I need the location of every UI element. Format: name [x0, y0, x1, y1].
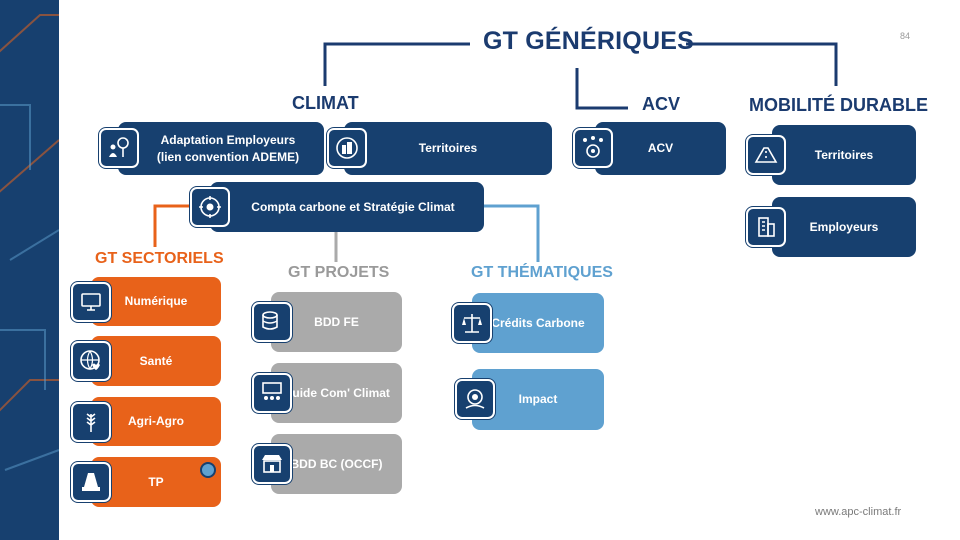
scale-icon — [452, 303, 492, 343]
card-bdd-fe[interactable]: BDD FE — [271, 292, 402, 352]
card-sante[interactable]: Santé — [91, 336, 221, 386]
side-decoration-band — [0, 0, 59, 540]
section-title-mobilite: MOBILITÉ DURABLE — [749, 95, 928, 115]
roadworks-icon — [71, 462, 111, 502]
road-icon — [746, 135, 786, 175]
footer-url[interactable]: www.apc-climat.fr — [815, 506, 902, 518]
computer-icon — [71, 282, 111, 322]
globe-heart-icon — [71, 341, 111, 381]
status-dot — [200, 462, 216, 478]
card-agri-agro[interactable]: Agri-Agro — [91, 397, 221, 446]
target-hand-icon — [455, 379, 495, 419]
card-acv[interactable]: ACV — [595, 122, 726, 175]
decorative-lines — [0, 14, 59, 471]
card-adaptation-employeurs[interactable]: Adaptation Employeurs (lien convention A… — [118, 122, 324, 175]
people-tree-icon — [99, 128, 139, 168]
main-title: GT GÉNÉRIQUES — [483, 27, 694, 55]
store-icon — [252, 444, 292, 484]
card-guide-com-climat[interactable]: Guide Com' Climat — [271, 363, 402, 423]
brain-gear-icon — [190, 187, 230, 227]
card-territoires-climat[interactable]: Territoires — [344, 122, 552, 175]
section-title-sectoriels: GT SECTORIELS — [95, 250, 224, 267]
card-territoires-mobilite[interactable]: Territoires — [772, 125, 916, 185]
card-compta-carbone[interactable]: Compta carbone et Stratégie Climat — [210, 182, 484, 232]
lifecycle-icon — [573, 128, 613, 168]
section-title-projets: GT PROJETS — [288, 264, 390, 281]
wheat-icon — [71, 402, 111, 442]
page-number: 84 — [900, 31, 911, 41]
section-title-thematiques: GT THÉMATIQUES — [471, 264, 613, 281]
card-employeurs[interactable]: Employeurs — [772, 197, 916, 257]
database-leaf-icon — [252, 302, 292, 342]
card-credits-carbone[interactable]: Crédits Carbone — [472, 293, 604, 353]
section-title-climat: CLIMAT — [292, 93, 359, 113]
card-tp[interactable]: TP — [91, 457, 221, 507]
building-icon — [746, 207, 786, 247]
presentation-icon — [252, 373, 292, 413]
section-title-acv: ACV — [642, 94, 681, 114]
card-numerique[interactable]: Numérique — [91, 277, 221, 326]
city-map-icon — [327, 128, 367, 168]
card-bdd-bc-occf[interactable]: BDD BC (OCCF) — [271, 434, 402, 494]
